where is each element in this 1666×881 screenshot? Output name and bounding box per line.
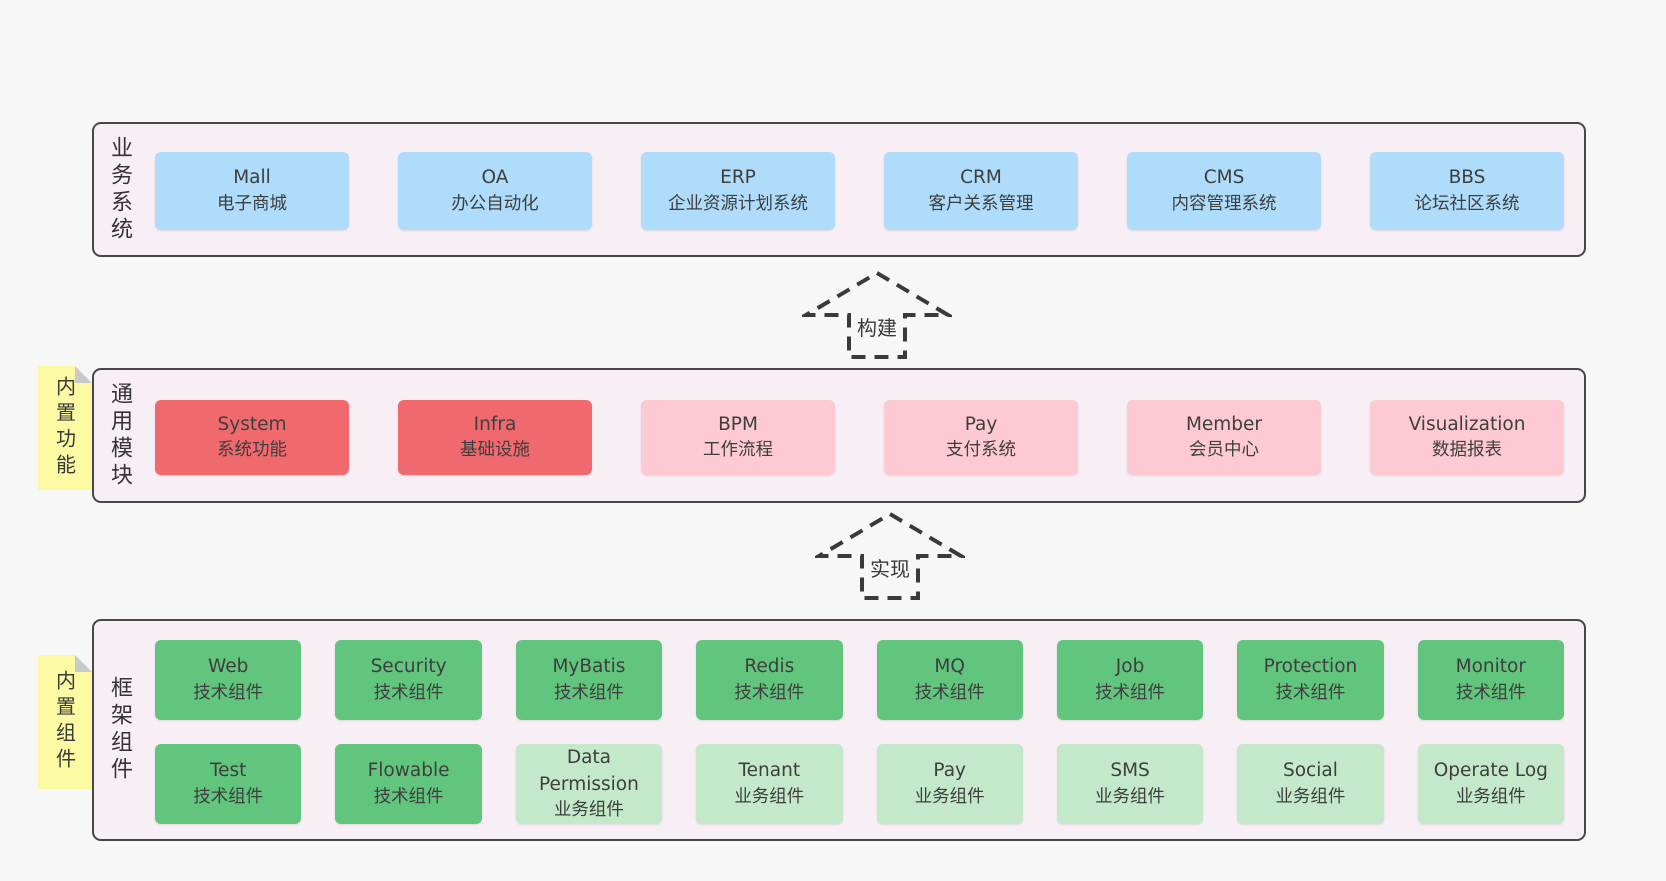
framework-components-layer: 框架组件 Web 技术组件 Security 技术组件 MyBatis 技术组件… (92, 619, 1586, 841)
box-pay-system: Pay 支付系统 (884, 400, 1078, 475)
box-oa: OA 办公自动化 (398, 152, 592, 230)
box-job: Job 技术组件 (1056, 640, 1204, 720)
modules-layer-label: 通用模块 (107, 381, 132, 490)
box-monitor: Monitor 技术组件 (1417, 640, 1564, 720)
business-layer-label: 业务系统 (107, 135, 132, 244)
sticky-note-built-in-functions: 内置功能 (38, 366, 92, 490)
sticky-note-built-in-components: 内置组件 (38, 655, 92, 789)
box-web: Web 技术组件 (155, 640, 302, 720)
box-protection: Protection 技术组件 (1237, 640, 1384, 720)
box-data-permission: Data Permission 业务组件 (515, 744, 663, 824)
box-test: Test 技术组件 (155, 744, 302, 824)
box-cms: CMS 内容管理系统 (1127, 152, 1321, 230)
arrow-up-build-icon (802, 270, 952, 360)
box-infra: Infra 基础设施 (398, 400, 592, 475)
arrow-up-implement-icon (815, 511, 965, 601)
business-systems-layer: 业务系统 Mall 电子商城 OA 办公自动化 ERP 企业资源计划系统 CRM… (92, 122, 1586, 257)
folded-corner-icon (75, 366, 92, 383)
business-box-row: Mall 电子商城 OA 办公自动化 ERP 企业资源计划系统 CRM 客户关系… (155, 152, 1564, 230)
build-arrow-label: 构建 (802, 312, 952, 341)
box-operate-log: Operate Log 业务组件 (1417, 744, 1564, 824)
box-social: Social 业务组件 (1237, 744, 1384, 824)
box-pay-component: Pay 业务组件 (876, 744, 1023, 824)
folded-corner-icon (75, 655, 92, 672)
box-mall: Mall 电子商城 (155, 152, 349, 230)
box-flowable: Flowable 技术组件 (335, 744, 482, 824)
box-erp: ERP 企业资源计划系统 (641, 152, 835, 230)
components-box-row-1: Web 技术组件 Security 技术组件 MyBatis 技术组件 Redi… (155, 640, 1564, 720)
components-box-row-2: Test 技术组件 Flowable 技术组件 Data Permission … (155, 744, 1564, 824)
box-mq: MQ 技术组件 (876, 640, 1023, 720)
box-visualization: Visualization 数据报表 (1370, 400, 1564, 475)
box-bpm: BPM 工作流程 (641, 400, 835, 475)
box-mybatis: MyBatis 技术组件 (515, 640, 663, 720)
box-redis: Redis 技术组件 (696, 640, 843, 720)
box-bbs: BBS 论坛社区系统 (1370, 152, 1564, 230)
components-layer-label: 框架组件 (107, 676, 132, 784)
box-security: Security 技术组件 (335, 640, 482, 720)
implement-arrow-label: 实现 (815, 553, 965, 582)
common-modules-layer: 通用模块 System 系统功能 Infra 基础设施 BPM 工作流程 Pay… (92, 368, 1586, 503)
modules-box-row: System 系统功能 Infra 基础设施 BPM 工作流程 Pay 支付系统… (155, 400, 1564, 475)
box-crm: CRM 客户关系管理 (884, 152, 1078, 230)
box-system: System 系统功能 (155, 400, 349, 475)
box-member: Member 会员中心 (1127, 400, 1321, 475)
box-sms: SMS 业务组件 (1056, 744, 1204, 824)
box-tenant: Tenant 业务组件 (696, 744, 843, 824)
